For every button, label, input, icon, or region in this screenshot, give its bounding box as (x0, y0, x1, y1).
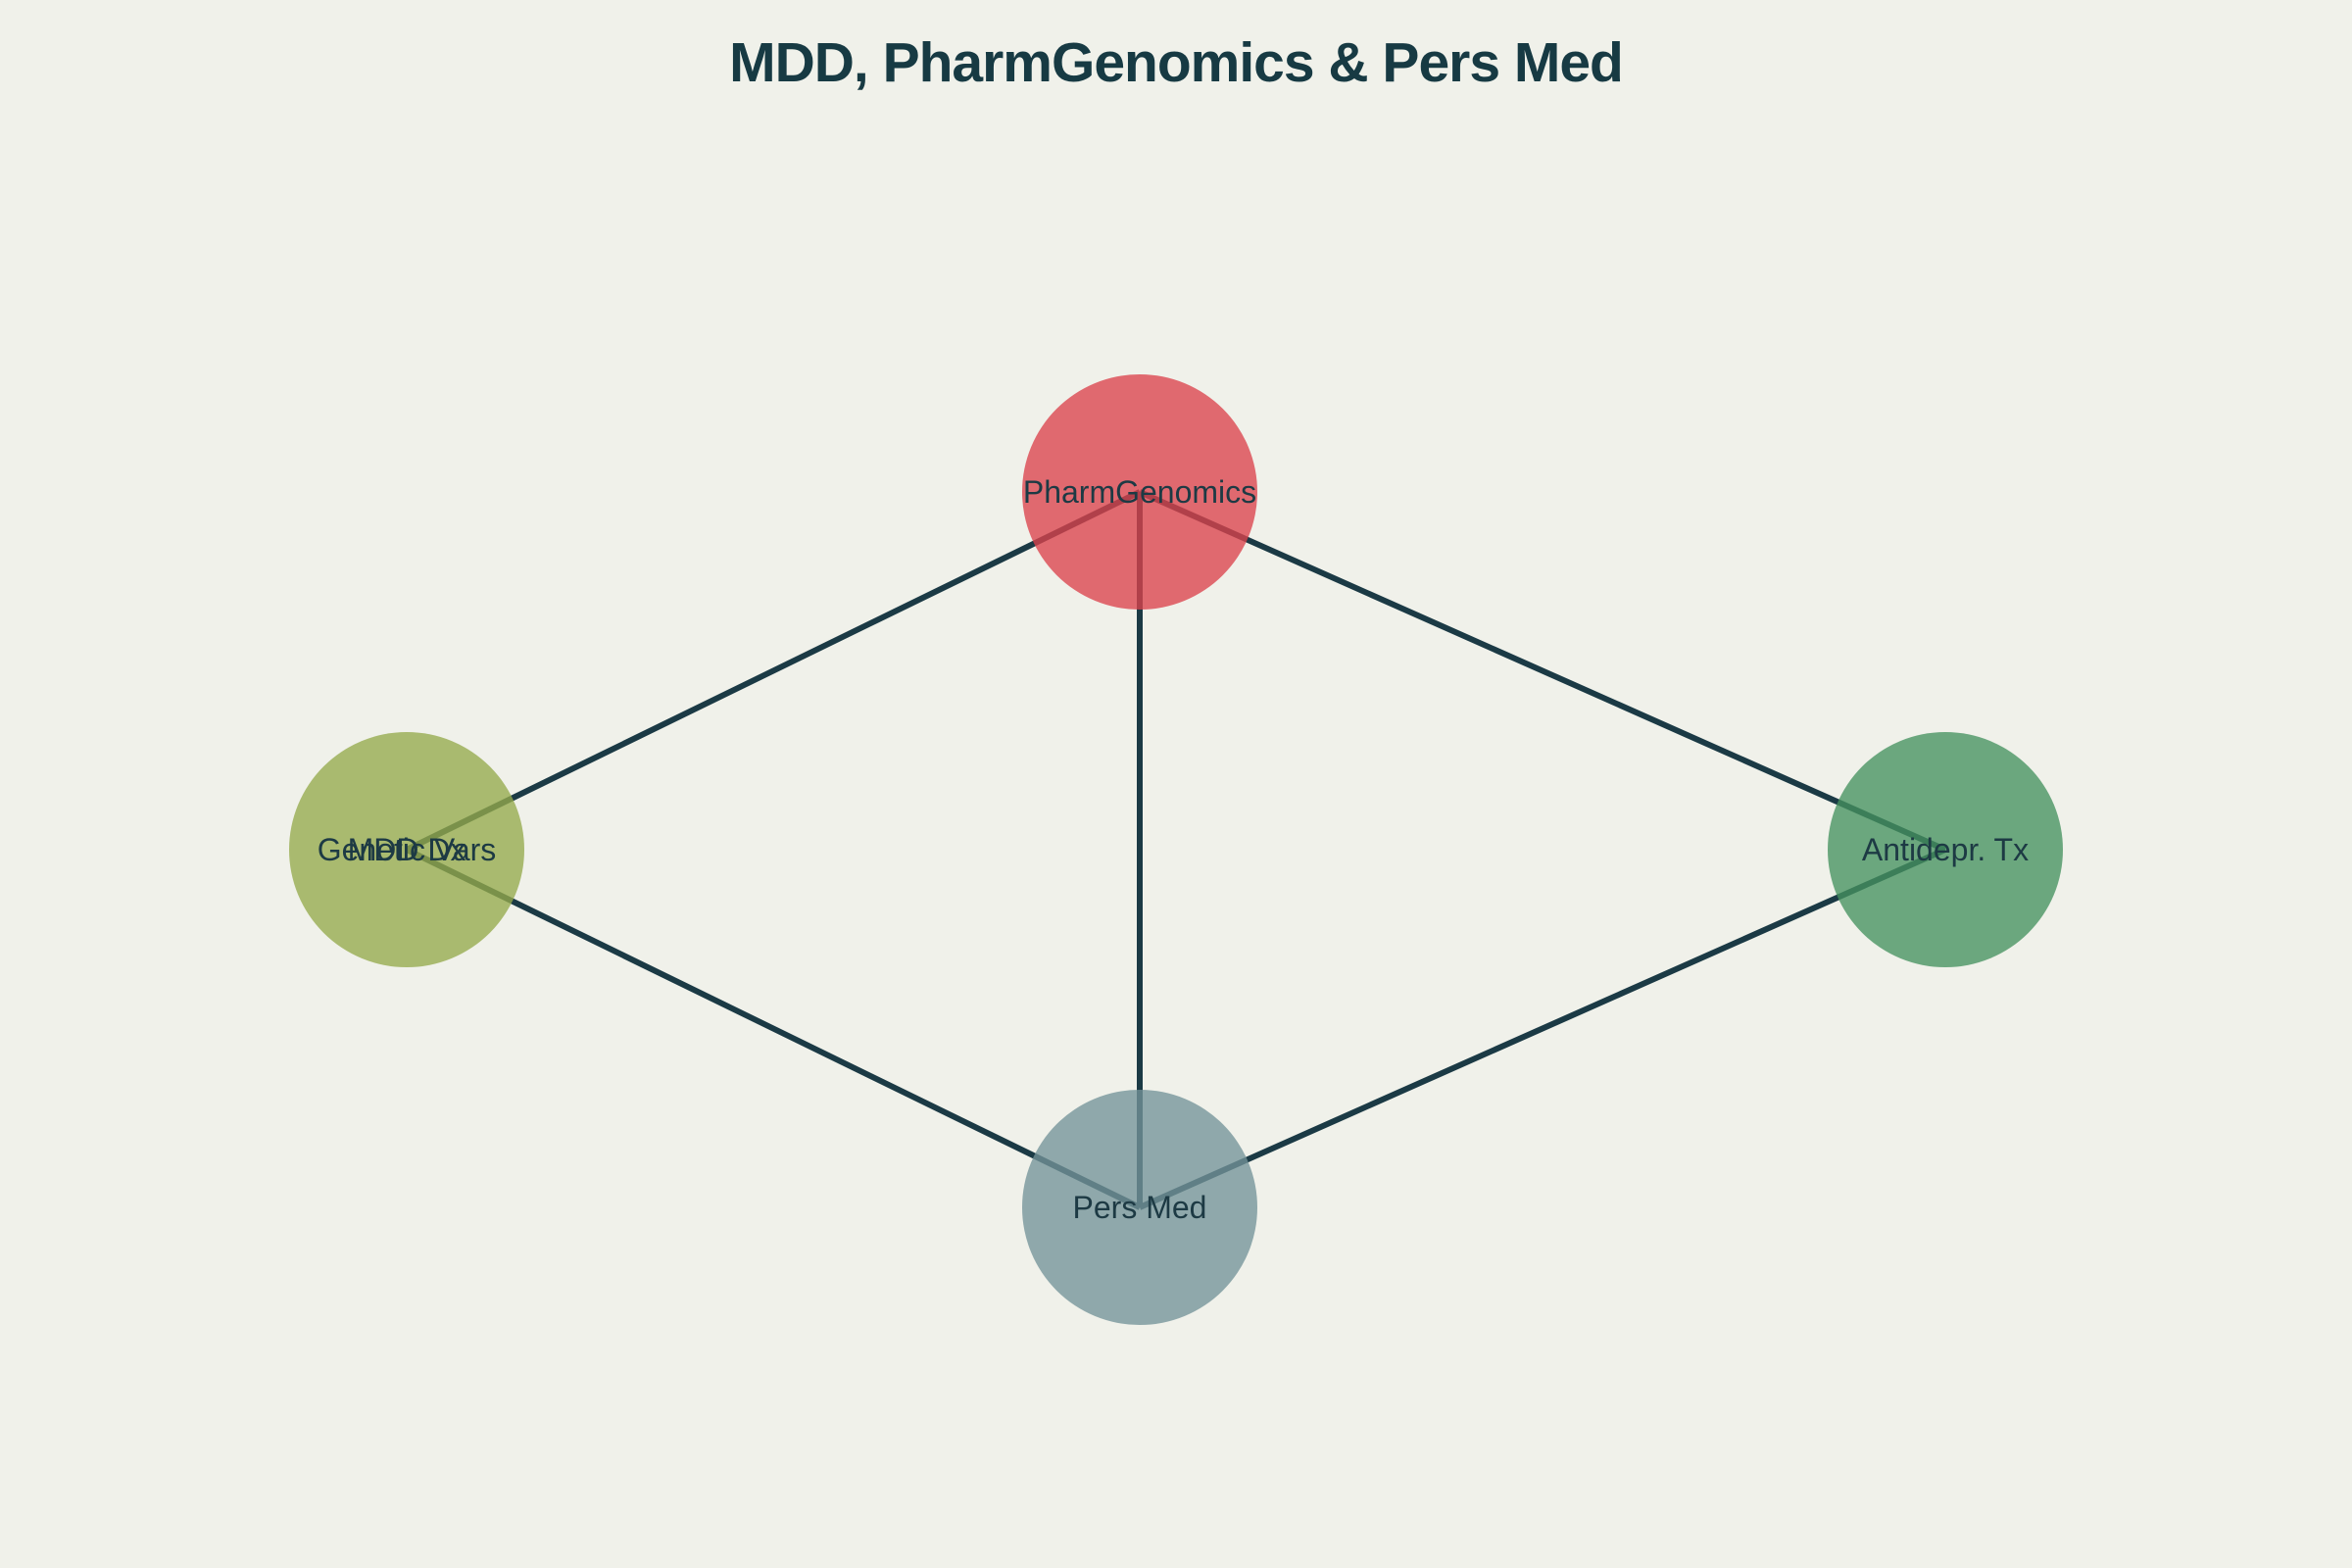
edge-antidepr-tx-pers-med (1138, 847, 1947, 1210)
node-circle-antidepr-tx (1828, 732, 2063, 967)
node-label-antidepr-tx: Antidepr. Tx (1862, 832, 2029, 867)
figure-title: MDD, PharmGenomics & Pers Med (729, 31, 1624, 94)
edge-pharmgenomics-antidepr-tx (1138, 489, 1947, 853)
edge-pharmgenomics-genetic-vars (405, 489, 1142, 853)
node-circle-genetic-vars (289, 732, 524, 967)
edge-genetic-vars-pers-med (405, 847, 1142, 1210)
node-circle-pers-med (1022, 1090, 1257, 1325)
node-label-pharmgenomics: PharmGenomics (1023, 474, 1256, 510)
node-label-genetic-vars: Genetic Vars (318, 832, 497, 867)
node-label-pers-med: Pers Med (1073, 1190, 1207, 1225)
node-circle-pharmgenomics (1022, 374, 1257, 610)
node-label-mdd-dx: MDD Dx (348, 832, 466, 867)
